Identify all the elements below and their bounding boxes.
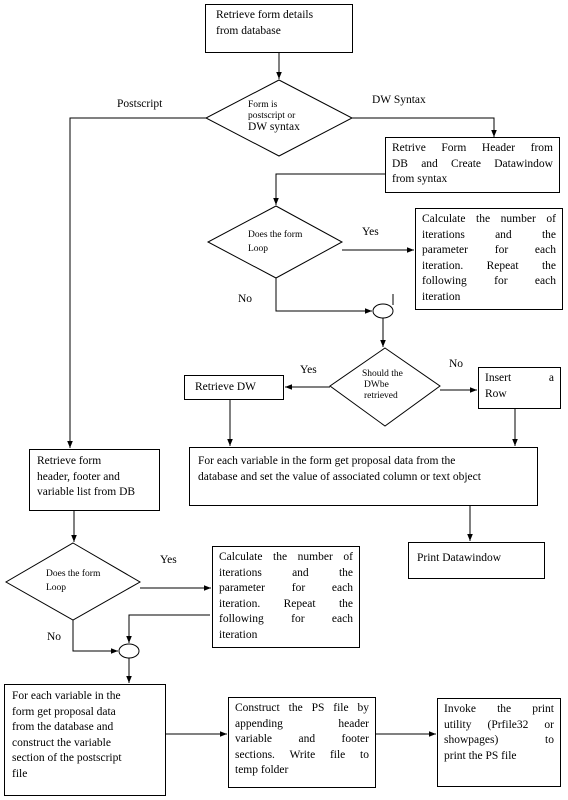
box-line: Print Datawindow — [417, 552, 502, 564]
decision-line: Loop — [248, 244, 269, 254]
join-circle-1 — [372, 303, 394, 319]
box-line: parameter for each — [422, 244, 556, 256]
box-line: database and set the value of associated… — [198, 470, 481, 483]
box-line: form get proposal data — [12, 705, 116, 718]
retrive-form-header-box: Retrive Form Header from DB and Create D… — [385, 137, 560, 193]
box-line: temp folder — [235, 764, 289, 776]
retrieve-header-footer-box: Retrieve form header, footer and variabl… — [29, 449, 160, 511]
box-line: header, footer and — [37, 470, 120, 483]
box-line: appending header — [235, 717, 369, 730]
box-line: sections. Write file to — [235, 748, 369, 761]
decision-line: postscript or — [248, 111, 296, 121]
box-line: For each variable in the form get propos… — [198, 455, 456, 467]
decision-line: Does the form — [248, 230, 303, 240]
box-line: section of the postscript — [12, 752, 122, 764]
decision-diamond-format — [204, 79, 354, 157]
box-line: parameter for each — [219, 582, 353, 594]
label-postscript: Postscript — [117, 98, 163, 110]
label-dw-syntax: DW Syntax — [372, 94, 426, 106]
decision-line: retrieved — [364, 391, 398, 401]
box-line: construct the variable — [12, 736, 111, 749]
decision-line: Should the — [362, 369, 403, 379]
box-line: following for each — [219, 613, 353, 625]
box-line: Row — [485, 387, 507, 400]
box-line: variable and footer — [235, 733, 369, 745]
label-yes-1: Yes — [362, 226, 379, 238]
box-line: from syntax — [392, 173, 448, 185]
box-line: DB and Create Datawindow — [392, 157, 553, 170]
label-yes-2: Yes — [300, 364, 317, 376]
box-line: Invoke the print — [444, 703, 554, 715]
box-line: print the PS file — [444, 749, 517, 762]
for-each-variable-dw-box: For each variable in the form get propos… — [189, 447, 538, 506]
join-circle-2 — [118, 643, 140, 659]
box-line: iteration. Repeat the — [219, 597, 353, 610]
decision-line: Does the form — [46, 569, 101, 579]
box-line: Retrive Form Header from — [392, 142, 553, 154]
insert-row-box: Insert a Row — [478, 367, 561, 409]
decision-line: DW syntax — [248, 121, 300, 133]
box-line: following for each — [422, 275, 556, 287]
construct-ps-file-box: Construct the PS file by appending heade… — [228, 697, 376, 788]
retrieve-dw-box: Retrieve DW — [184, 375, 284, 400]
label-no-1: No — [238, 293, 253, 305]
box-line: from database — [216, 24, 281, 37]
box-line: Insert a — [485, 372, 554, 384]
decision-loop-2-text: Does the form Loop — [46, 569, 121, 594]
box-line: utility (Prfile32 or — [444, 718, 554, 731]
decision-retrieve-text: Should the DWbe retrieved — [362, 369, 412, 402]
box-line: Construct the PS file by — [235, 702, 369, 714]
print-datawindow-box: Print Datawindow — [408, 542, 545, 579]
box-line: Retrieve form details — [216, 9, 314, 21]
decision-line: Form is — [248, 100, 278, 110]
box-line: Calculate the number of — [422, 213, 556, 225]
calculate-iterations-box-1: Calculate the number of iterations and t… — [415, 208, 563, 310]
decision-loop-1-text: Does the form Loop — [248, 230, 323, 255]
decision-format-text: Form is postscript or DW syntax — [248, 100, 318, 133]
box-line: iteration. Repeat the — [422, 259, 556, 272]
invoke-print-utility-box: Invoke the print utility (Prfile32 or sh… — [437, 698, 561, 787]
box-line: file — [12, 767, 28, 780]
box-line: iterations and the — [422, 228, 556, 241]
box-line: Calculate the number of — [219, 551, 353, 563]
label-no-2: No — [449, 358, 464, 370]
box-line: Retrieve form — [37, 455, 102, 467]
for-each-variable-ps-box: For each variable in the form get propos… — [4, 684, 166, 796]
box-line: iterations and the — [219, 566, 353, 579]
decision-line: DWbe — [364, 380, 389, 390]
box-line: Retrieve DW — [195, 381, 256, 393]
box-line: showpages) to — [444, 734, 554, 746]
label-yes-3: Yes — [160, 554, 177, 566]
box-line: iteration — [422, 290, 461, 303]
decision-diamond-retrieve — [329, 347, 441, 427]
box-line: For each variable in the — [12, 690, 121, 702]
retrieve-form-details-box: Retrieve form details from database — [205, 4, 353, 53]
label-no-3: No — [47, 631, 62, 643]
decision-line: Loop — [46, 583, 67, 593]
box-line: variable list from DB — [37, 486, 136, 498]
calculate-iterations-box-2: Calculate the number of iterations and t… — [212, 546, 360, 648]
box-line: iteration — [219, 628, 258, 641]
box-line: from the database and — [12, 721, 114, 733]
